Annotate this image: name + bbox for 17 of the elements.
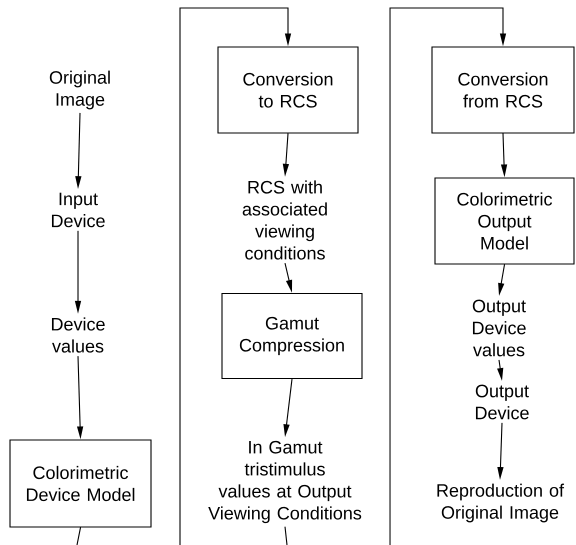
flow-text: Original Image (50, 70, 110, 110)
process-box: Gamut Compression (221, 292, 363, 380)
flow-text: RCS with associated viewing conditions (242, 180, 327, 260)
process-box: Conversion from RCS (431, 46, 575, 134)
flow-text: Output Device (476, 384, 529, 420)
flow-text: Input Device (52, 192, 105, 228)
flow-text: Device values (52, 317, 105, 353)
connector-line (76, 527, 82, 545)
arrow (389, 7, 506, 545)
flow-text: In Gamut tristimulus values at Output Viewing Conditions (208, 440, 362, 524)
connector-line (284, 526, 288, 545)
process-box: Colorimetric Output Model (434, 177, 575, 265)
arrow (179, 7, 292, 545)
flow-text: Output Device values (472, 300, 526, 356)
process-box: Conversion to RCS (217, 46, 359, 134)
process-box: Colorimetric Device Model (9, 439, 152, 528)
flow-text: Reproduction of Original Image (437, 484, 564, 522)
